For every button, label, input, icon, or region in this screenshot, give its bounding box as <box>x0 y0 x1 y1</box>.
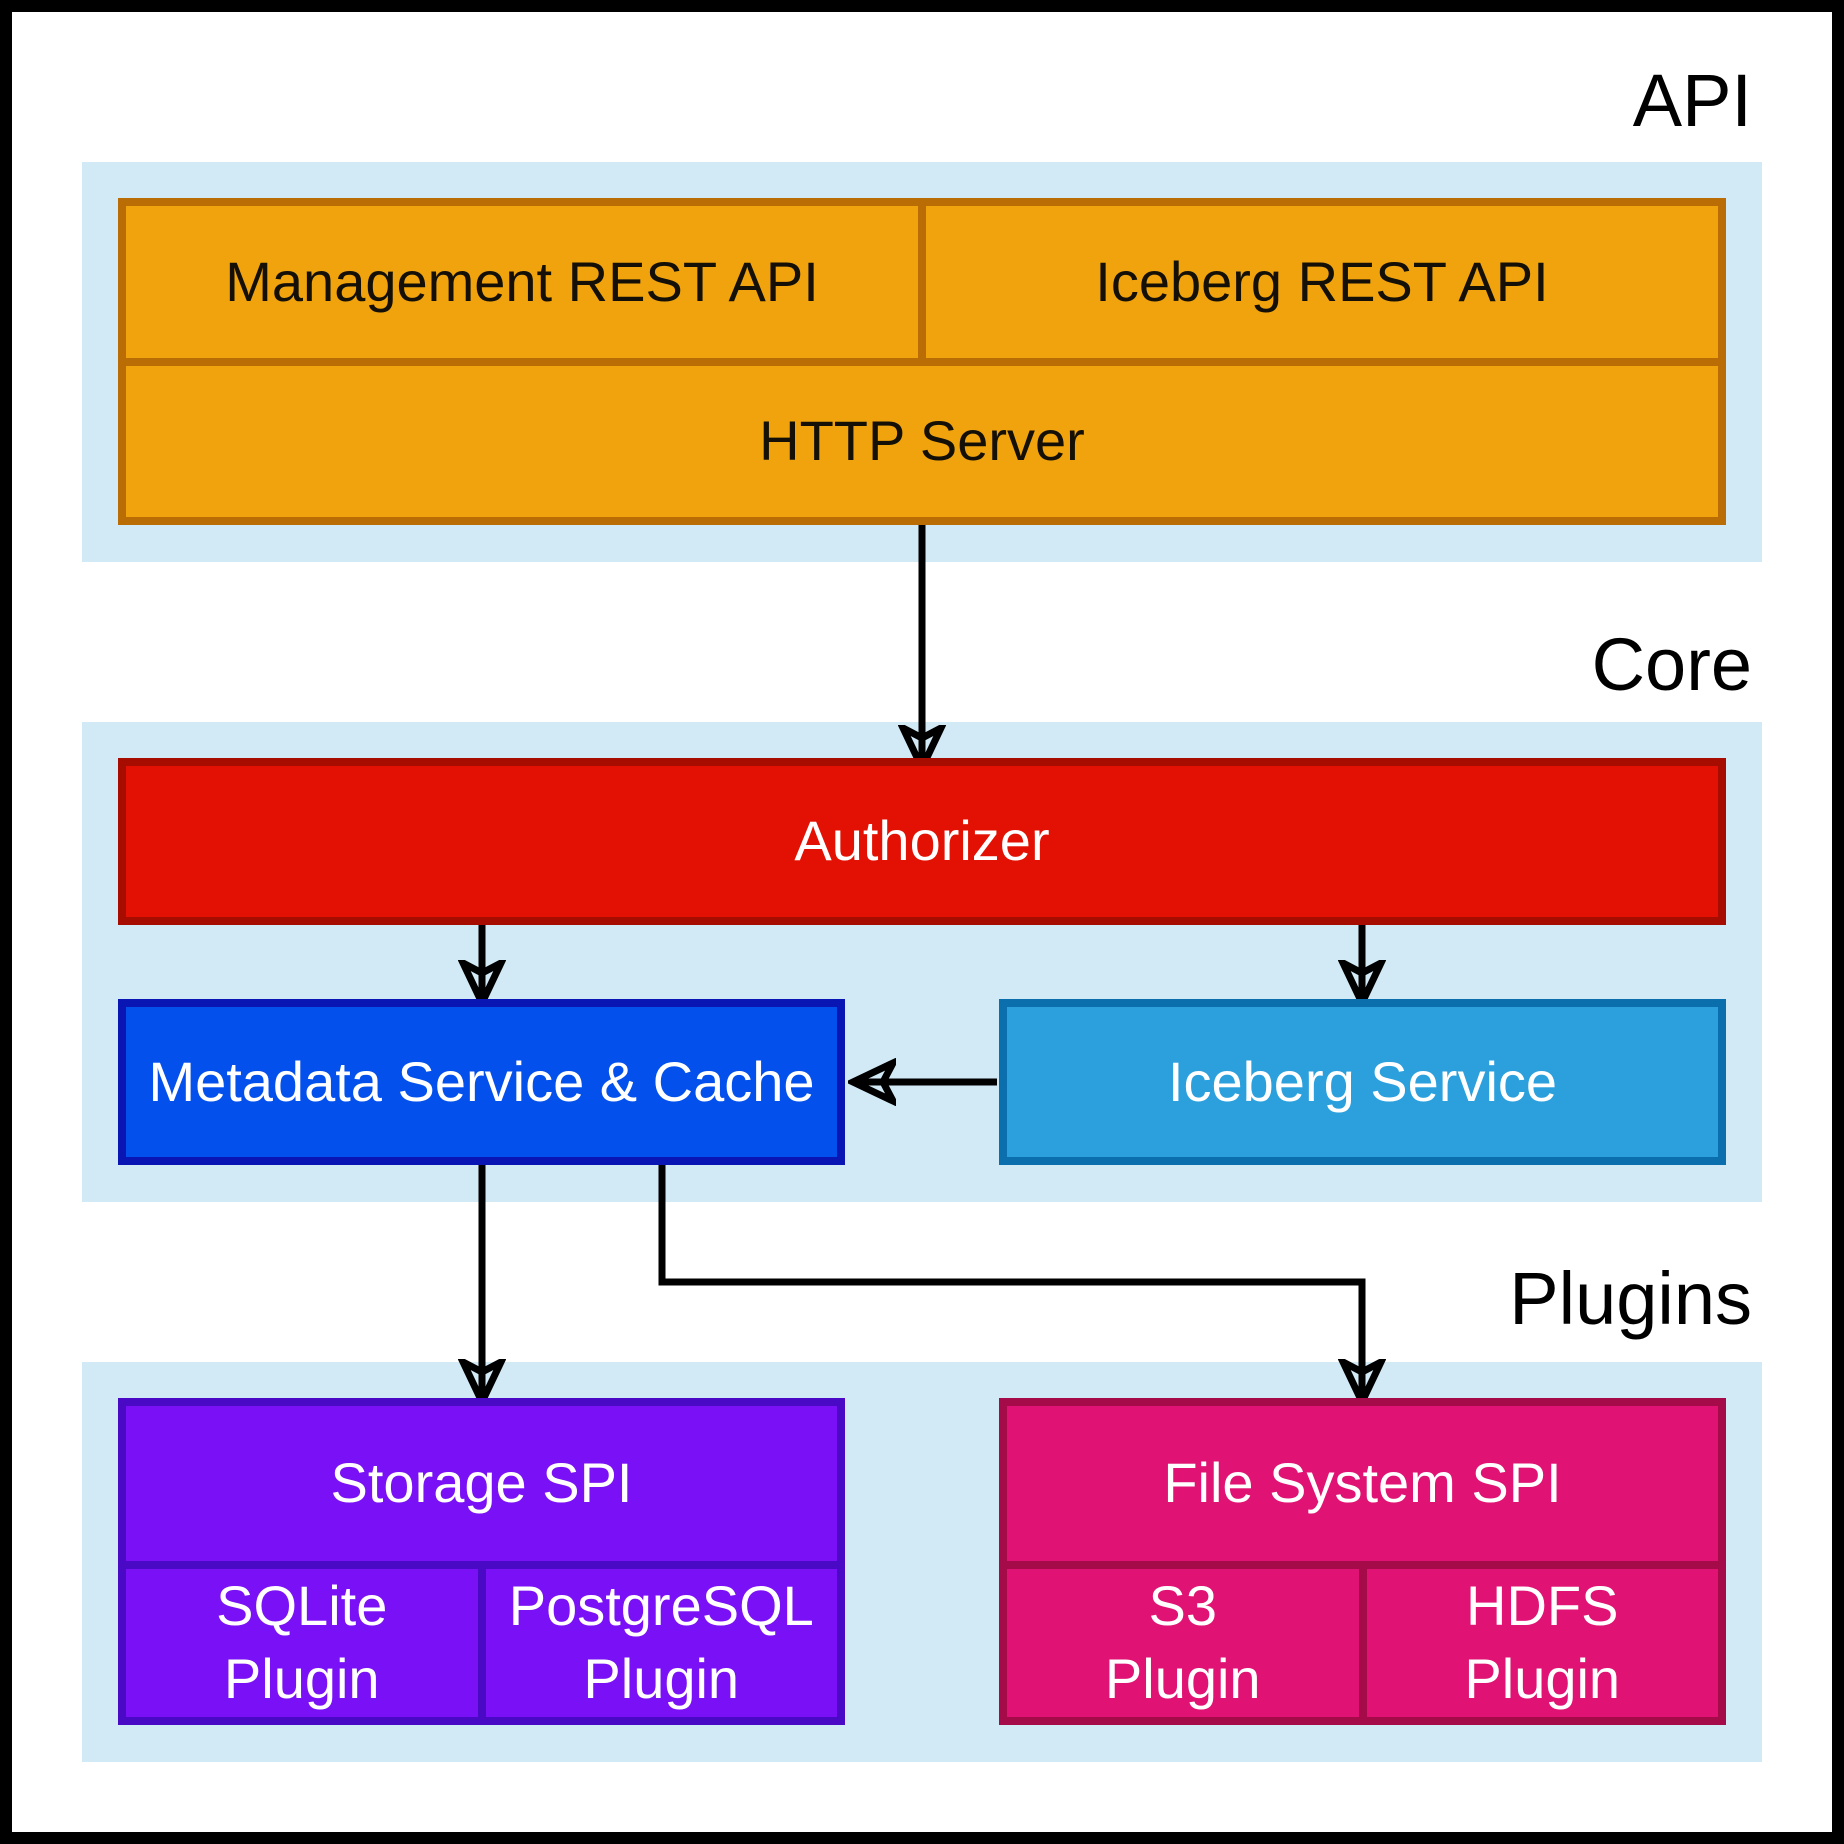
management-rest-api-box: Management REST API <box>126 206 918 358</box>
postgresql-plugin-box: PostgreSQL Plugin <box>485 1569 837 1717</box>
authorizer-box: Authorizer <box>126 766 1718 917</box>
http-server-label: HTTP Server <box>759 409 1085 473</box>
metadata-service-box: Metadata Service & Cache <box>126 1007 837 1157</box>
hdfs-plugin-box: HDFS Plugin <box>1366 1569 1718 1717</box>
management-rest-api-label: Management REST API <box>225 249 819 313</box>
iceberg-rest-api-label: Iceberg REST API <box>1095 249 1549 313</box>
iceberg-service-label: Iceberg Service <box>1167 1049 1558 1113</box>
sqlite-plugin-box: SQLite Plugin <box>126 1569 478 1717</box>
plugins-section-label: Plugins <box>1509 1257 1752 1340</box>
postgresql-plugin-label: PostgreSQL Plugin <box>508 1574 814 1710</box>
hdfs-plugin-label: HDFS Plugin <box>1464 1574 1621 1710</box>
core-section-label: Core <box>1591 623 1752 706</box>
file-system-spi-box-group: File System SPI S3 Plugin HDFS Plugin <box>999 1398 1726 1725</box>
sqlite-plugin-label: SQLite Plugin <box>216 1574 388 1710</box>
s3-plugin-label: S3 Plugin <box>1104 1574 1261 1710</box>
authorizer-box-group: Authorizer <box>118 758 1726 925</box>
api-box-group: Management REST API Iceberg REST API HTT… <box>118 198 1726 525</box>
iceberg-rest-api-box: Iceberg REST API <box>926 206 1718 358</box>
storage-spi-box-group: Storage SPI SQLite Plugin PostgreSQL Plu… <box>118 1398 845 1725</box>
metadata-service-box-group: Metadata Service & Cache <box>118 999 845 1165</box>
authorizer-label: Authorizer <box>794 809 1050 873</box>
api-section-label: API <box>1632 59 1752 142</box>
file-system-spi-label: File System SPI <box>1163 1451 1562 1515</box>
iceberg-service-box: Iceberg Service <box>1007 1007 1718 1157</box>
storage-spi-label: Storage SPI <box>330 1451 633 1515</box>
storage-spi-box: Storage SPI <box>126 1406 837 1561</box>
iceberg-service-box-group: Iceberg Service <box>999 999 1726 1165</box>
s3-plugin-box: S3 Plugin <box>1007 1569 1359 1717</box>
metadata-service-label: Metadata Service & Cache <box>148 1049 815 1113</box>
file-system-spi-box: File System SPI <box>1007 1406 1718 1561</box>
http-server-box: HTTP Server <box>126 366 1718 517</box>
